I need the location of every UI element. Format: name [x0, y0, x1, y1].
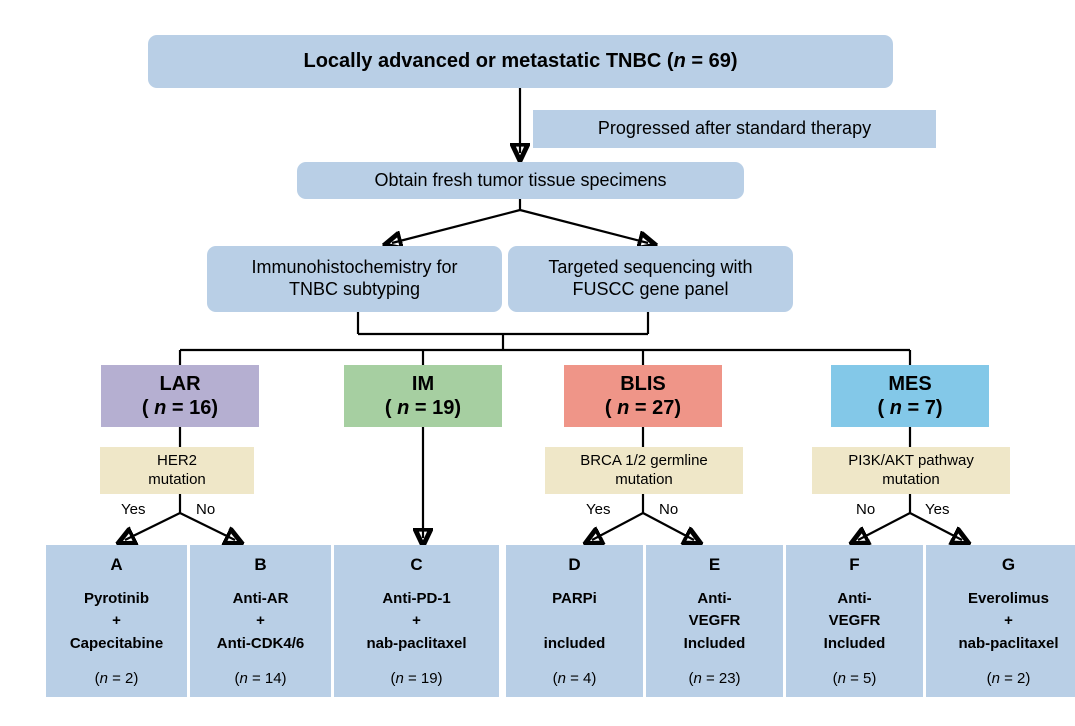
arm-count-a: (n = 2): [94, 669, 139, 687]
arm-regimen-a: Pyrotinib + Capecitabine: [70, 588, 163, 656]
arm-count-d: (n = 4): [552, 669, 597, 687]
subtype-count-mes: ( n = 7): [877, 397, 943, 419]
arm-count-c: (n = 19): [390, 669, 443, 687]
sequencing-label-line1: Targeted sequencing with: [548, 257, 753, 278]
branch-label-her2-no: No: [196, 501, 216, 518]
mutation-pi3k-line1: PI3K/AKT pathway: [848, 452, 974, 470]
arm-regimen-g-line1: Everolimus: [968, 589, 1049, 607]
mutation-brca-line1: BRCA 1/2 germline: [580, 452, 708, 470]
arm-regimen-g-line2: +: [1004, 612, 1013, 630]
arm-regimen-a-line3: Capecitabine: [69, 634, 164, 652]
arm-letter-g: G: [1001, 555, 1016, 574]
arm-regimen-d-line2: [544, 610, 606, 633]
mutation-her2-line1: HER2: [156, 452, 197, 470]
mutation-box-pi3k: PI3K/AKT pathway mutation: [812, 447, 1010, 494]
subtype-box-mes: MES ( n = 7): [831, 365, 989, 427]
arm-regimen-g: Everolimus + nab-paclitaxel: [958, 588, 1058, 656]
arm-letter-b: B: [254, 555, 267, 574]
branch-label-pi3k-yes: Yes: [925, 501, 950, 518]
branch-label-her2-yes: Yes: [121, 501, 146, 518]
arm-box-b: B Anti-AR + Anti-CDK4/6 (n = 14): [190, 545, 331, 697]
arm-box-e: E Anti- VEGFR Included (n = 23): [646, 545, 783, 697]
subtype-count-im: ( n = 19): [384, 397, 462, 419]
arm-letter-f: F: [849, 555, 860, 574]
subtype-box-blis: BLIS ( n = 27): [564, 365, 722, 427]
mutation-pi3k-line2: mutation: [882, 470, 940, 488]
arm-box-g: G Everolimus + nab-paclitaxel (n = 2): [926, 545, 1075, 697]
arm-regimen-c-line1: Anti-PD-1: [382, 589, 451, 607]
arm-regimen-g-line3: nab-paclitaxel: [958, 634, 1059, 652]
subtype-count-blis: ( n = 27): [604, 397, 682, 419]
branch-label-pi3k-no: No: [856, 501, 876, 518]
arm-regimen-a-line2: +: [112, 612, 121, 630]
sequencing-box: Targeted sequencing with FUSCC gene pane…: [508, 246, 793, 312]
arm-regimen-b: Anti-AR + Anti-CDK4/6: [217, 588, 305, 656]
arm-box-a: A Pyrotinib + Capecitabine (n = 2): [46, 545, 187, 697]
subtype-name-im: IM: [411, 372, 435, 395]
subtype-box-im: IM ( n = 19): [344, 365, 502, 427]
arm-regimen-b-line2: +: [256, 612, 265, 630]
arm-letter-e: E: [708, 555, 721, 574]
arm-regimen-b-line1: Anti-AR: [232, 589, 289, 607]
arm-regimen-e-line1: Anti-: [697, 589, 732, 607]
arm-regimen-d: PARPi included: [544, 588, 606, 656]
arm-regimen-b-line3: Anti-CDK4/6: [216, 634, 305, 652]
arm-box-f: F Anti- VEGFR Included (n = 5): [786, 545, 923, 697]
arm-box-c: C Anti-PD-1 + nab-paclitaxel (n = 19): [334, 545, 499, 697]
arm-count-e: (n = 23): [688, 669, 741, 687]
branch-label-brca-no: No: [659, 501, 679, 518]
ihc-label-line1: Immunohistochemistry for: [251, 257, 458, 278]
mutation-box-her2: HER2 mutation: [100, 447, 254, 494]
subtype-name-blis: BLIS: [620, 372, 666, 395]
cohort-box: Locally advanced or metastatic TNBC (n =…: [148, 35, 893, 88]
progression-box: Progressed after standard therapy: [533, 110, 936, 148]
arm-regimen-f: Anti- VEGFR Included: [824, 588, 886, 656]
arm-regimen-d-line1: PARPi: [552, 589, 597, 607]
subtype-name-mes: MES: [888, 372, 932, 395]
subtype-count-lar: ( n = 16): [141, 397, 219, 419]
arm-regimen-f-line2: VEGFR: [828, 612, 881, 630]
arm-regimen-f-line1: Anti-: [837, 589, 872, 607]
cohort-label: Locally advanced or metastatic TNBC (n =…: [303, 50, 738, 73]
arm-regimen-e-line3: Included: [683, 634, 746, 652]
ihc-label-line2: TNBC subtyping: [288, 279, 421, 299]
arm-regimen-c-line2: +: [412, 612, 421, 630]
subtype-box-lar: LAR ( n = 16): [101, 365, 259, 427]
arm-count-g: (n = 2): [986, 669, 1031, 687]
arm-letter-c: C: [410, 555, 423, 574]
tissue-box: Obtain fresh tumor tissue specimens: [297, 162, 744, 199]
progression-label: Progressed after standard therapy: [597, 118, 872, 139]
mutation-brca-line2: mutation: [615, 470, 673, 488]
arm-regimen-c-line3: nab-paclitaxel: [366, 634, 467, 652]
arm-count-f: (n = 5): [832, 669, 877, 687]
arm-regimen-f-line3: Included: [823, 634, 886, 652]
arm-letter-d: D: [568, 555, 581, 574]
sequencing-label-line2: FUSCC gene panel: [572, 279, 729, 299]
mutation-her2-line2: mutation: [148, 470, 206, 488]
arm-box-d: D PARPi included (n = 4): [506, 545, 643, 697]
ihc-box: Immunohistochemistry for TNBC subtyping: [207, 246, 502, 312]
tissue-label: Obtain fresh tumor tissue specimens: [374, 169, 667, 190]
arm-regimen-c: Anti-PD-1 + nab-paclitaxel: [366, 588, 466, 656]
cohort-n-symbol: n: [673, 50, 686, 73]
arm-regimen-a-line1: Pyrotinib: [83, 589, 149, 607]
mutation-box-brca: BRCA 1/2 germline mutation: [545, 447, 743, 494]
arm-regimen-e: Anti- VEGFR Included: [684, 588, 746, 656]
branch-label-brca-yes: Yes: [586, 501, 611, 518]
arm-count-b: (n = 14): [234, 669, 287, 687]
arm-regimen-e-line2: VEGFR: [688, 612, 741, 630]
subtype-name-lar: LAR: [159, 372, 201, 395]
arm-letter-a: A: [110, 555, 123, 574]
arm-regimen-d-line3: included: [543, 634, 606, 652]
